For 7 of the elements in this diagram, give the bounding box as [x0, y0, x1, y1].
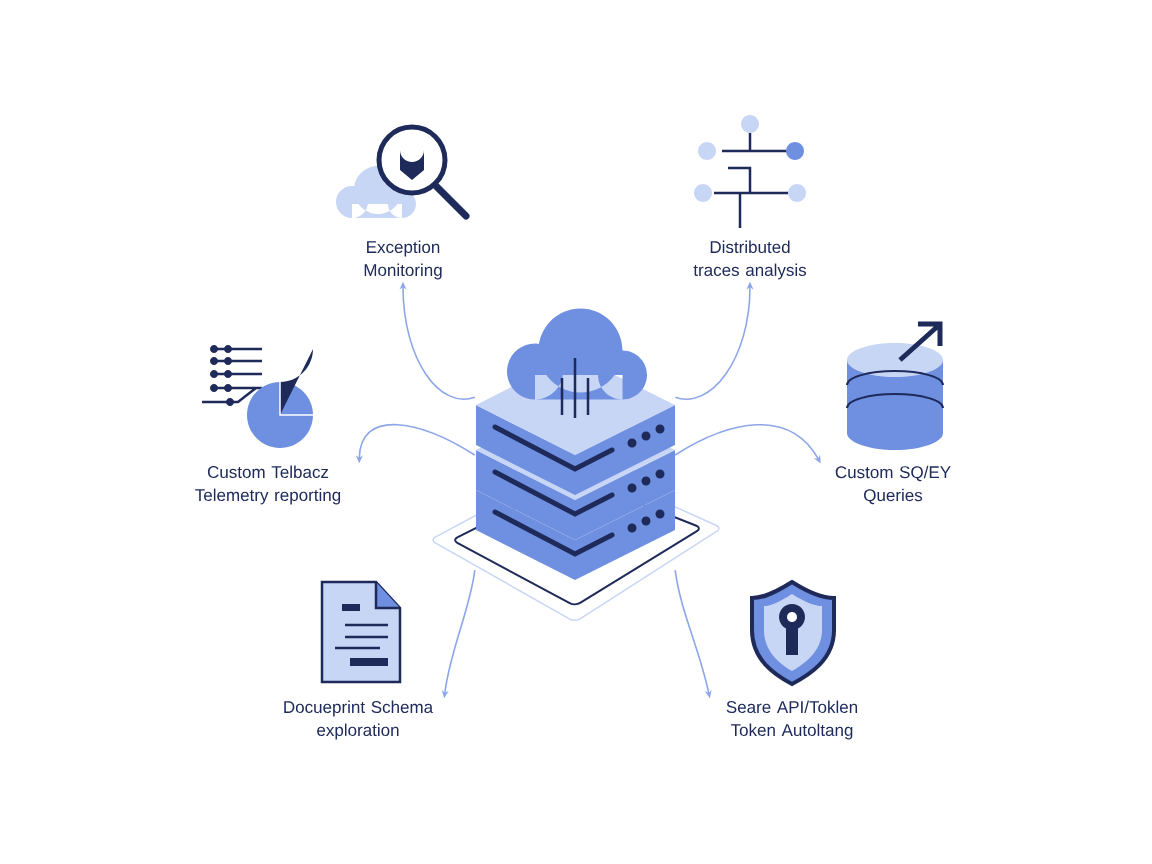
- server-drawing: [432, 308, 720, 621]
- node-label: Exception Monitoring: [364, 240, 442, 280]
- node-label: Distributed traces analysis: [693, 240, 807, 280]
- node-label: Custom SQ/EY Queries: [835, 465, 951, 505]
- node-label: Docueprint Schema exploration: [284, 700, 434, 740]
- node-label: Custom Telbacz Telemetry reporting: [195, 465, 341, 505]
- node-label: Seare API/Toklen Token Autoltang: [726, 700, 858, 740]
